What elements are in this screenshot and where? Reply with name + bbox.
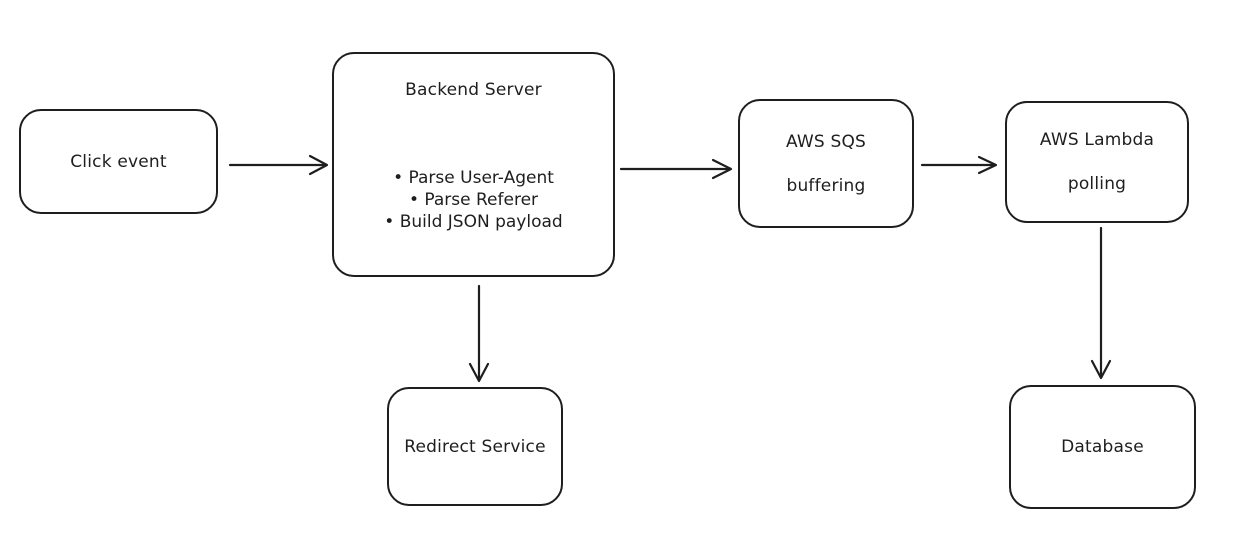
node-click-event[interactable]: Click event [19, 109, 218, 214]
arrow-lambda-to-database [1090, 226, 1112, 380]
node-backend-server-title: Backend Server [405, 80, 542, 100]
node-aws-lambda-line1: AWS Lambda [1039, 130, 1155, 150]
bullet-build-json-payload: Build JSON payload [384, 211, 563, 233]
node-click-event-label: Click event [70, 151, 167, 172]
arrow-backend-to-redirect [468, 284, 490, 383]
node-redirect-service[interactable]: Redirect Service [387, 387, 563, 506]
arrow-sqs-to-lambda [920, 155, 998, 175]
node-database-label: Database [1061, 437, 1144, 457]
node-aws-lambda[interactable]: AWS Lambda polling [1005, 101, 1189, 223]
node-redirect-service-label: Redirect Service [404, 436, 546, 457]
bullet-parse-user-agent: Parse User-Agent [384, 167, 562, 189]
node-aws-lambda-line2: polling [1067, 174, 1127, 194]
bullet-parse-referer: Parse Referer [384, 189, 562, 211]
node-backend-server[interactable]: Backend Server Parse User-Agent Parse Re… [332, 52, 615, 277]
node-aws-sqs-line2: buffering [786, 175, 866, 196]
node-database[interactable]: Database [1009, 385, 1196, 509]
node-aws-sqs[interactable]: AWS SQS buffering [738, 99, 914, 228]
arrow-click-to-backend [228, 154, 329, 176]
arrow-backend-to-sqs [619, 158, 733, 180]
node-aws-sqs-line1: AWS SQS [785, 131, 867, 152]
node-backend-server-bullets: Parse User-Agent Parse Referer Build JSO… [384, 167, 563, 233]
